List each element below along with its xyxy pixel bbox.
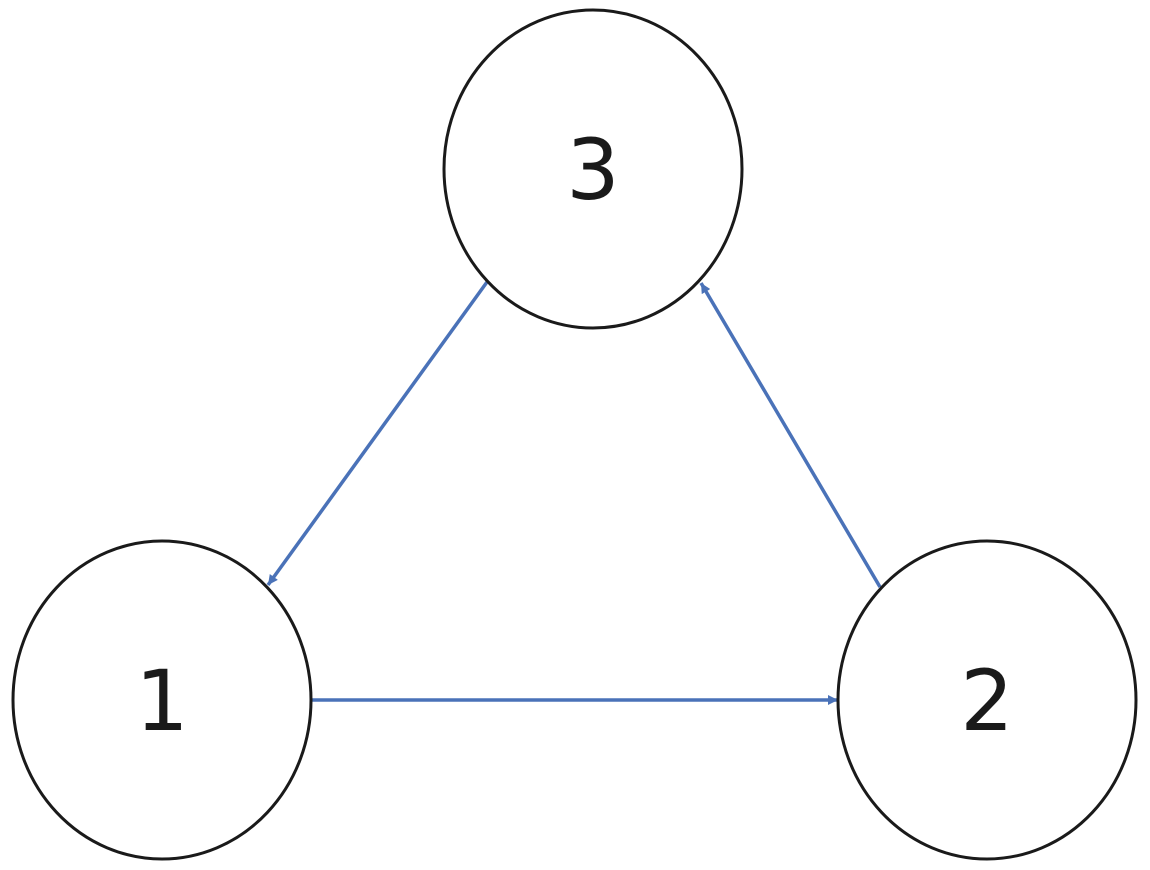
edge-2-to-3-arrow — [699, 282, 882, 588]
node-1-label: 1 — [135, 652, 188, 750]
edge-3-to-1-arrow — [266, 280, 489, 587]
node-2-circle — [836, 539, 1138, 861]
node-3: 3 — [442, 8, 744, 330]
edges-group — [266, 280, 882, 705]
node-3-circle — [442, 8, 744, 330]
node-2-label: 2 — [960, 652, 1013, 750]
node-2: 2 — [836, 539, 1138, 861]
node-3-label: 3 — [566, 121, 619, 219]
node-1: 1 — [11, 539, 313, 861]
node-1-circle — [11, 539, 313, 861]
